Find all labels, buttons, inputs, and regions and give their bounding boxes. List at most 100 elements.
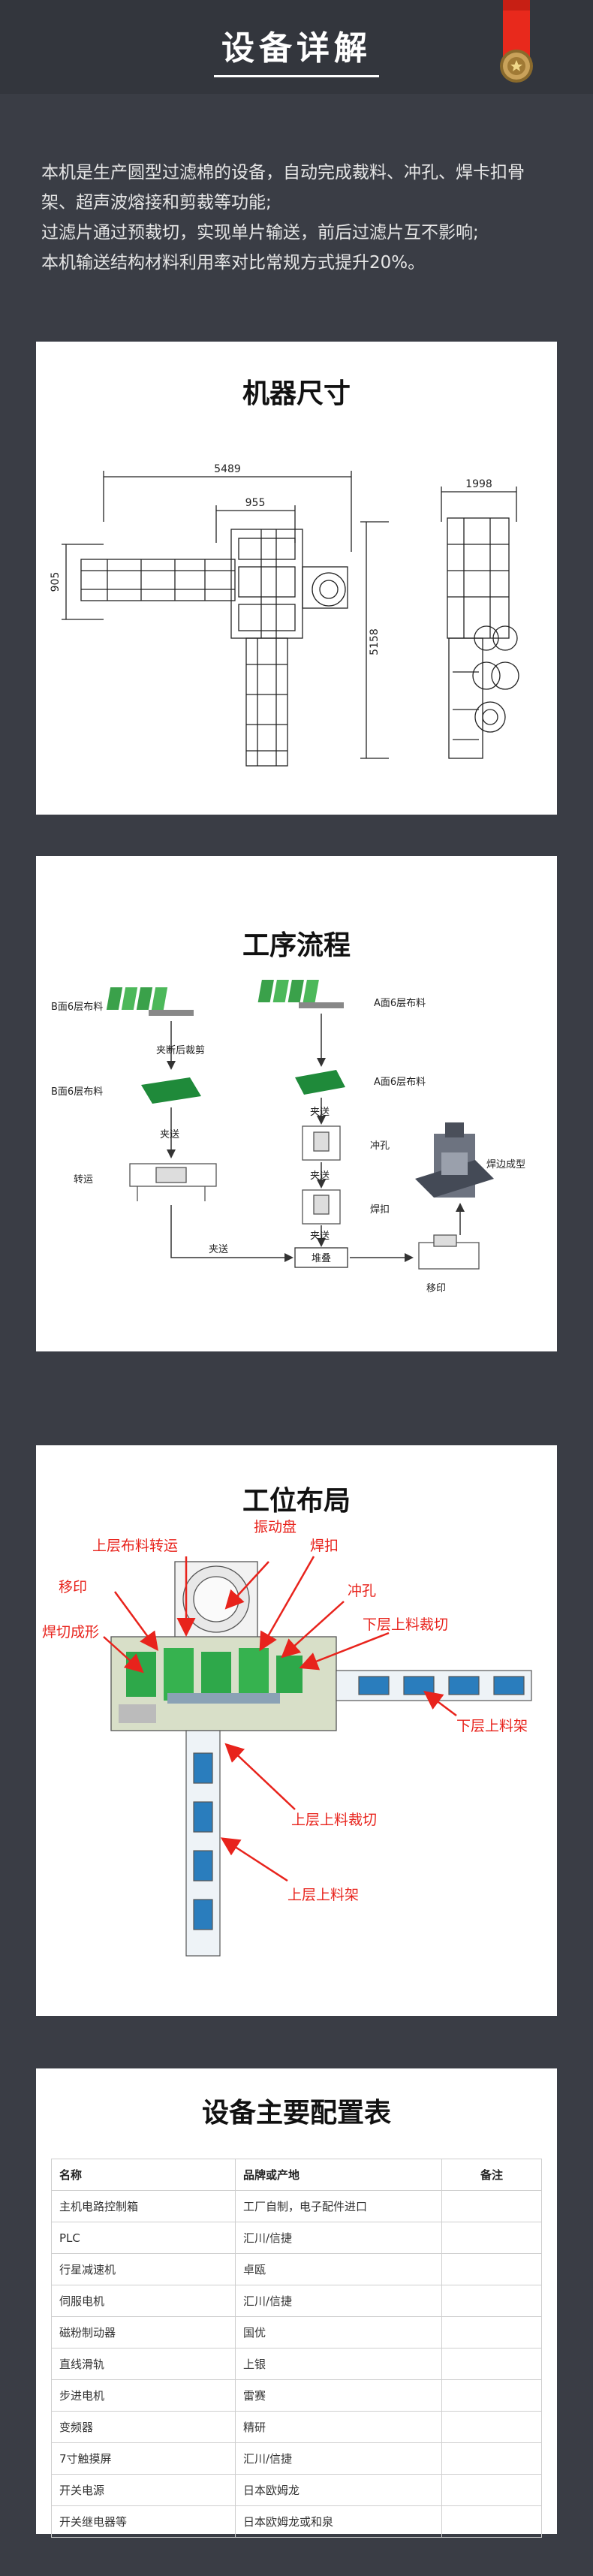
config-title: 设备主要配置表 bbox=[201, 2098, 391, 2129]
table-row: 开关电源日本欧姆龙 bbox=[51, 2474, 542, 2506]
label-b-material: B面6层布料 bbox=[51, 1002, 103, 1013]
label-upper-cut: 上层上料裁切 bbox=[291, 1812, 377, 1828]
cell-brand: 日本欧姆龙 bbox=[235, 2474, 442, 2506]
label-feed-4: 夹送 bbox=[310, 1231, 330, 1242]
cell-note bbox=[441, 2474, 542, 2506]
dim-955: 955 bbox=[245, 497, 266, 509]
label-weld-clip: 焊扣 bbox=[370, 1204, 390, 1216]
process-card: 工序流程 B面6层布料 夹断后裁剪 B面6层布料 夹送 转运 bbox=[36, 856, 557, 1351]
cell-note bbox=[441, 2222, 542, 2254]
move-print-machine-icon bbox=[418, 1234, 480, 1270]
cell-name: 开关电源 bbox=[51, 2474, 236, 2506]
medal-ribbon-icon bbox=[500, 0, 533, 83]
label-weld-form-station: 焊切成形 bbox=[42, 1624, 99, 1641]
cell-note bbox=[441, 2190, 542, 2222]
col-header-name: 名称 bbox=[51, 2159, 236, 2191]
intro-line: 本机是生产圆型过滤棉的设备，自动完成裁料、冲孔、焊卡扣骨 bbox=[41, 163, 525, 182]
table-row: 直线滑轨上银 bbox=[51, 2348, 542, 2380]
label-lower-cut: 下层上料裁切 bbox=[363, 1616, 448, 1633]
cell-note bbox=[441, 2348, 542, 2380]
col-header-brand: 品牌或产地 bbox=[235, 2159, 442, 2191]
label-transfer: 转运 bbox=[74, 1174, 93, 1186]
a-cut-sheet-icon bbox=[295, 1070, 345, 1095]
label-feed-3: 夹送 bbox=[310, 1170, 330, 1182]
intro-line: 架、超声波熔接和剪裁等功能; bbox=[41, 193, 272, 212]
layout-title: 工位布局 bbox=[242, 1486, 351, 1517]
lower-feed-rack bbox=[336, 1670, 532, 1701]
b-material-icon bbox=[106, 987, 194, 1016]
cell-note bbox=[441, 2316, 542, 2349]
dim-5489: 5489 bbox=[214, 463, 241, 475]
table-row: 主机电路控制箱工厂自制，电子配件进口 bbox=[51, 2190, 542, 2222]
cell-brand: 国优 bbox=[235, 2316, 442, 2349]
dim-5158: 5158 bbox=[369, 628, 381, 655]
col-header-note: 备注 bbox=[441, 2159, 542, 2191]
upper-feed-rack bbox=[185, 1730, 221, 1957]
label-feed-2: 夹送 bbox=[310, 1107, 330, 1118]
cell-name: 步进电机 bbox=[51, 2379, 236, 2412]
cell-name: 变频器 bbox=[51, 2411, 236, 2443]
dim-905: 905 bbox=[50, 572, 62, 592]
punch-machine-icon bbox=[302, 1125, 341, 1161]
label-punch: 冲孔 bbox=[370, 1140, 390, 1152]
page-title: 设备详解 bbox=[221, 29, 372, 68]
table-row: 变频器精研 bbox=[51, 2411, 542, 2443]
table-row: 步进电机雷赛 bbox=[51, 2379, 542, 2412]
label-lower-rack: 下层上料架 bbox=[456, 1718, 528, 1734]
table-header-row: 名称 品牌或产地 备注 bbox=[51, 2159, 542, 2191]
label-feed-1: 夹送 bbox=[160, 1129, 179, 1140]
label-b-cut: B面6层布料 bbox=[51, 1086, 103, 1098]
label-a-cut: A面6层布料 bbox=[374, 1077, 426, 1088]
cell-name: 开关继电器等 bbox=[51, 2505, 236, 2538]
cell-brand: 汇川/信捷 bbox=[235, 2222, 442, 2254]
cell-brand: 工厂自制，电子配件进口 bbox=[235, 2190, 442, 2222]
cell-note bbox=[441, 2253, 542, 2285]
intro-text: 本机是生产圆型过滤棉的设备，自动完成裁料、冲孔、焊卡扣骨 架、超声波熔接和剪裁等… bbox=[41, 158, 559, 278]
title-underline bbox=[214, 75, 379, 77]
dimensions-title: 机器尺寸 bbox=[242, 378, 351, 409]
cell-name: 直线滑轨 bbox=[51, 2348, 236, 2380]
cell-name: 磁粉制动器 bbox=[51, 2316, 236, 2349]
table-row: 行星减速机卓瓯 bbox=[51, 2253, 542, 2285]
process-diagram: B面6层布料 夹断后裁剪 B面6层布料 夹送 转运 A面6层布料 A面6层布料 … bbox=[51, 980, 525, 1294]
label-stack: 堆叠 bbox=[312, 1253, 331, 1264]
b-cut-sheet-icon bbox=[141, 1077, 201, 1104]
label-weld-clip-station: 焊扣 bbox=[310, 1538, 339, 1554]
table-row: 伺服电机汇川/信捷 bbox=[51, 2285, 542, 2317]
label-move-print-station: 移印 bbox=[59, 1579, 87, 1595]
stack-box bbox=[294, 1247, 348, 1268]
dimensions-drawing: 5489 955 905 5158 1998 bbox=[50, 463, 519, 767]
label-upper-transfer: 上层布料转运 bbox=[92, 1538, 178, 1554]
cell-note bbox=[441, 2379, 542, 2412]
cell-brand: 上银 bbox=[235, 2348, 442, 2380]
header-bar bbox=[0, 0, 593, 94]
vibrator-bowl-icon bbox=[174, 1561, 258, 1641]
cell-name: 主机电路控制箱 bbox=[51, 2190, 236, 2222]
dim-1998: 1998 bbox=[465, 478, 492, 490]
cell-name: 伺服电机 bbox=[51, 2285, 236, 2317]
table-row: 磁粉制动器国优 bbox=[51, 2316, 542, 2349]
config-card: 设备主要配置表 名称 品牌或产地 备注 主机电路控制箱工厂自制，电子配件进口 P… bbox=[36, 2068, 557, 2538]
cell-note bbox=[441, 2442, 542, 2475]
cell-brand: 精研 bbox=[235, 2411, 442, 2443]
label-a-material: A面6层布料 bbox=[374, 998, 426, 1009]
dimensions-card: 机器尺寸 bbox=[36, 342, 557, 815]
cell-brand: 日本欧姆龙或和泉 bbox=[235, 2505, 442, 2538]
intro-line: 本机输送结构材料利用率对比常规方式提升20%。 bbox=[41, 253, 426, 273]
weld-clip-machine-icon bbox=[302, 1189, 341, 1225]
label-punch-station: 冲孔 bbox=[348, 1583, 376, 1599]
cell-name: 行星减速机 bbox=[51, 2253, 236, 2285]
cell-name: 7寸触摸屏 bbox=[51, 2442, 236, 2475]
label-vibrator: 振动盘 bbox=[254, 1519, 296, 1535]
label-clip-cut: 夹断后裁剪 bbox=[156, 1044, 205, 1056]
a-material-icon bbox=[257, 980, 344, 1008]
transfer-machine-icon bbox=[129, 1163, 217, 1201]
table-row: 开关继电器等日本欧姆龙或和泉 bbox=[51, 2505, 542, 2538]
cell-note bbox=[441, 2285, 542, 2317]
label-upper-rack: 上层上料架 bbox=[287, 1887, 359, 1903]
label-weld-form: 焊边成型 bbox=[486, 1158, 525, 1170]
process-title: 工序流程 bbox=[242, 930, 351, 961]
table-row: 7寸触摸屏汇川/信捷 bbox=[51, 2442, 542, 2475]
